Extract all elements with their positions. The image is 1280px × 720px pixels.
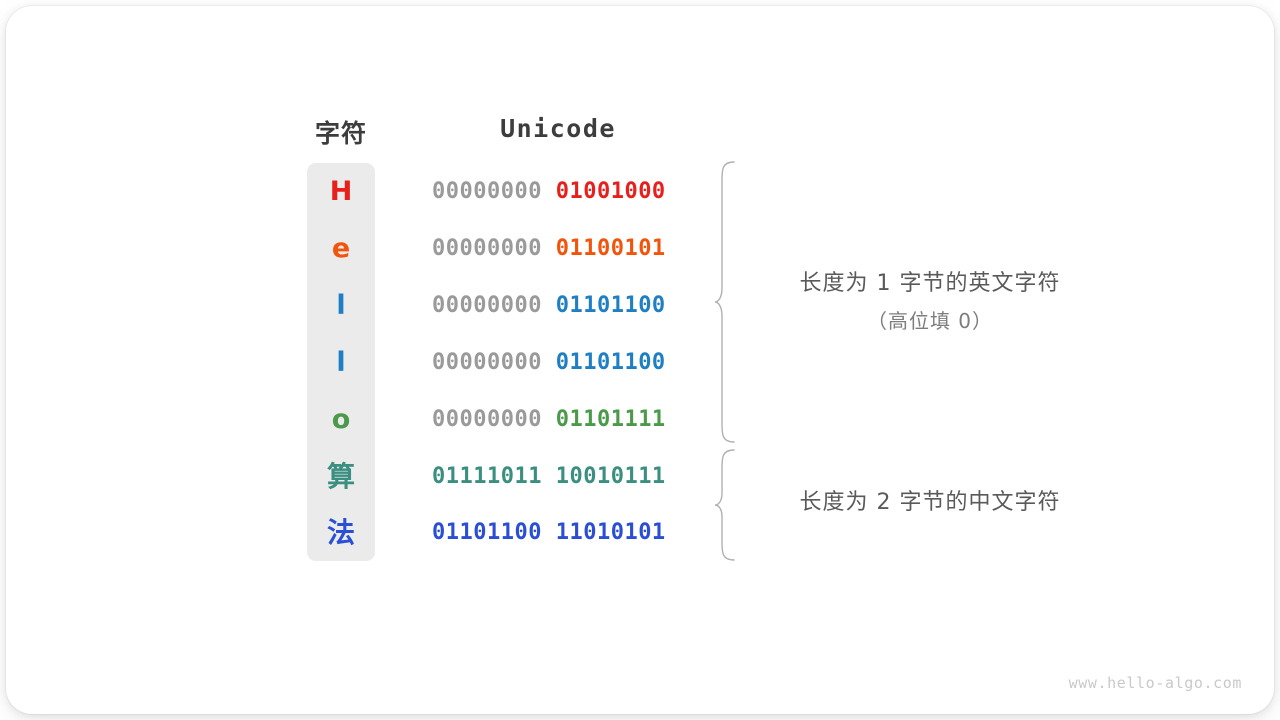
row-character: 算 xyxy=(326,459,355,493)
row-character: 法 xyxy=(326,516,355,550)
row-low-byte: 01101111 xyxy=(555,406,666,432)
row-unicode-bits: 00000000 01001000 xyxy=(432,163,684,220)
row-unicode-bits: 01111011 10010111 xyxy=(432,448,684,505)
row-character: l xyxy=(336,289,346,321)
row-unicode-bits: 00000000 01101100 xyxy=(432,334,684,391)
annotation-one-byte-line2: （高位填 0） xyxy=(866,309,994,333)
row-high-byte: 00000000 xyxy=(432,292,542,318)
brace-one-byte-group xyxy=(714,161,735,443)
column-header-unicode: Unicode xyxy=(500,114,616,143)
row-low-byte: 10010111 xyxy=(555,463,666,489)
figure-card xyxy=(6,6,1274,714)
row-high-byte: 01111011 xyxy=(432,463,542,489)
annotation-one-byte-line1: 长度为 1 字节的英文字符 xyxy=(799,271,1061,296)
row-unicode-bits: 00000000 01101111 xyxy=(432,391,684,448)
annotation-two-byte: 长度为 2 字节的中文字符 xyxy=(760,484,1100,516)
row-low-byte: 01101100 xyxy=(555,292,666,318)
row-high-byte: 00000000 xyxy=(432,179,542,204)
column-header-character: 字符 xyxy=(314,119,367,148)
row-character: H xyxy=(329,176,353,207)
annotation-one-byte: 长度为 1 字节的英文字符 （高位填 0） xyxy=(760,265,1100,334)
row-low-byte: 01100101 xyxy=(555,235,666,261)
row-unicode-bits: 00000000 01100101 xyxy=(432,220,684,277)
row-high-byte: 00000000 xyxy=(432,235,542,261)
brace-two-byte-group xyxy=(714,449,735,561)
row-high-byte: 00000000 xyxy=(432,406,542,432)
watermark: www.hello-algo.com xyxy=(1068,674,1242,692)
row-low-byte: 01001000 xyxy=(555,179,666,204)
row-character: o xyxy=(331,403,351,435)
row-high-byte: 00000000 xyxy=(432,349,542,375)
character-column-panel xyxy=(307,163,375,561)
annotation-two-byte-line1: 长度为 2 字节的中文字符 xyxy=(799,490,1061,515)
row-low-byte: 01101100 xyxy=(555,349,666,375)
row-unicode-bits: 01101100 11010101 xyxy=(432,504,684,561)
row-high-byte: 01101100 xyxy=(432,520,542,546)
row-low-byte: 11010101 xyxy=(555,520,666,546)
row-unicode-bits: 00000000 01101100 xyxy=(432,277,684,334)
row-character: e xyxy=(331,232,351,264)
row-character: l xyxy=(336,346,346,378)
